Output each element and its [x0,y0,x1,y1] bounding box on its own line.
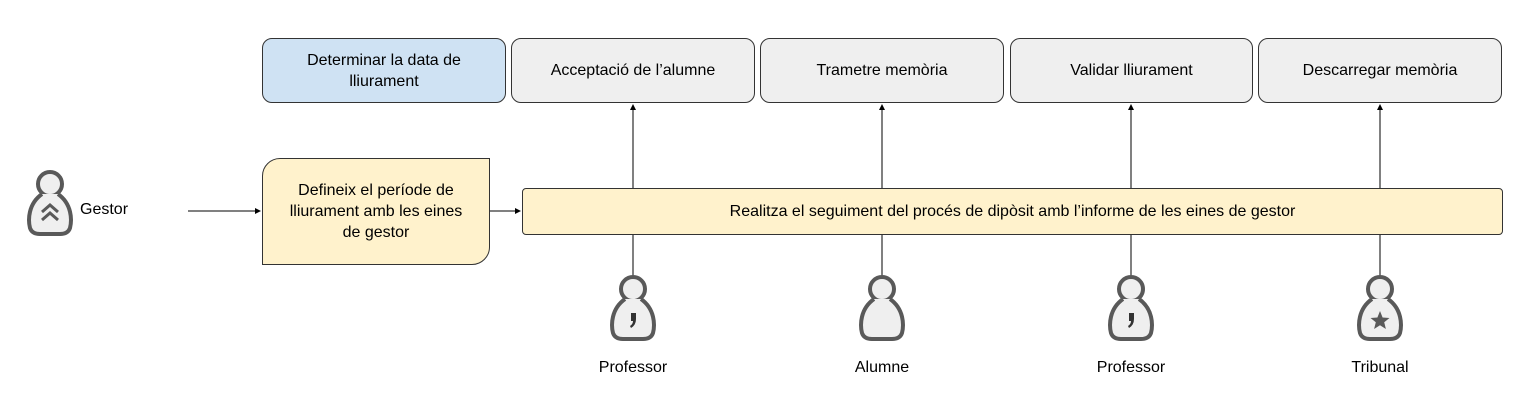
step-label: Trametre memòria [816,62,948,79]
manager-person-icon [27,170,73,236]
actor-label-tribunal: Tribunal [1351,359,1409,376]
tribunal-person-icon [1357,275,1403,341]
up-arrows [630,104,1383,280]
step-label: Determinar la data de lliurament [307,51,461,90]
step-validate-delivery[interactable]: Validar lliurament [1010,38,1253,103]
professor-person-icon [610,275,656,341]
step-label: Acceptació de l’alumne [550,62,716,79]
step-label: Defineix el període de lliurament amb le… [289,182,463,241]
actor-label-student: Alumne [854,359,910,376]
step-define-period[interactable]: Defineix el període de lliurament amb le… [262,158,490,265]
step-determine-date[interactable]: Determinar la data de lliurament [262,38,506,103]
student-person-icon [859,275,905,341]
step-download-thesis[interactable]: Descarregar memòria [1258,38,1502,103]
step-label: Validar lliurament [1070,62,1193,79]
professor-person-icon [1108,275,1154,341]
step-tracking[interactable]: Realitza el seguiment del procés de dipò… [522,188,1503,235]
actor-label-professor: Professor [598,359,668,376]
step-submit-thesis[interactable]: Trametre memòria [760,38,1004,103]
step-label: Descarregar memòria [1302,62,1458,79]
step-student-acceptance[interactable]: Acceptació de l’alumne [511,38,755,103]
step-label: Realitza el seguiment del procés de dipò… [729,203,1296,220]
gestor-label: Gestor [80,201,129,218]
actor-label-professor: Professor [1096,359,1166,376]
